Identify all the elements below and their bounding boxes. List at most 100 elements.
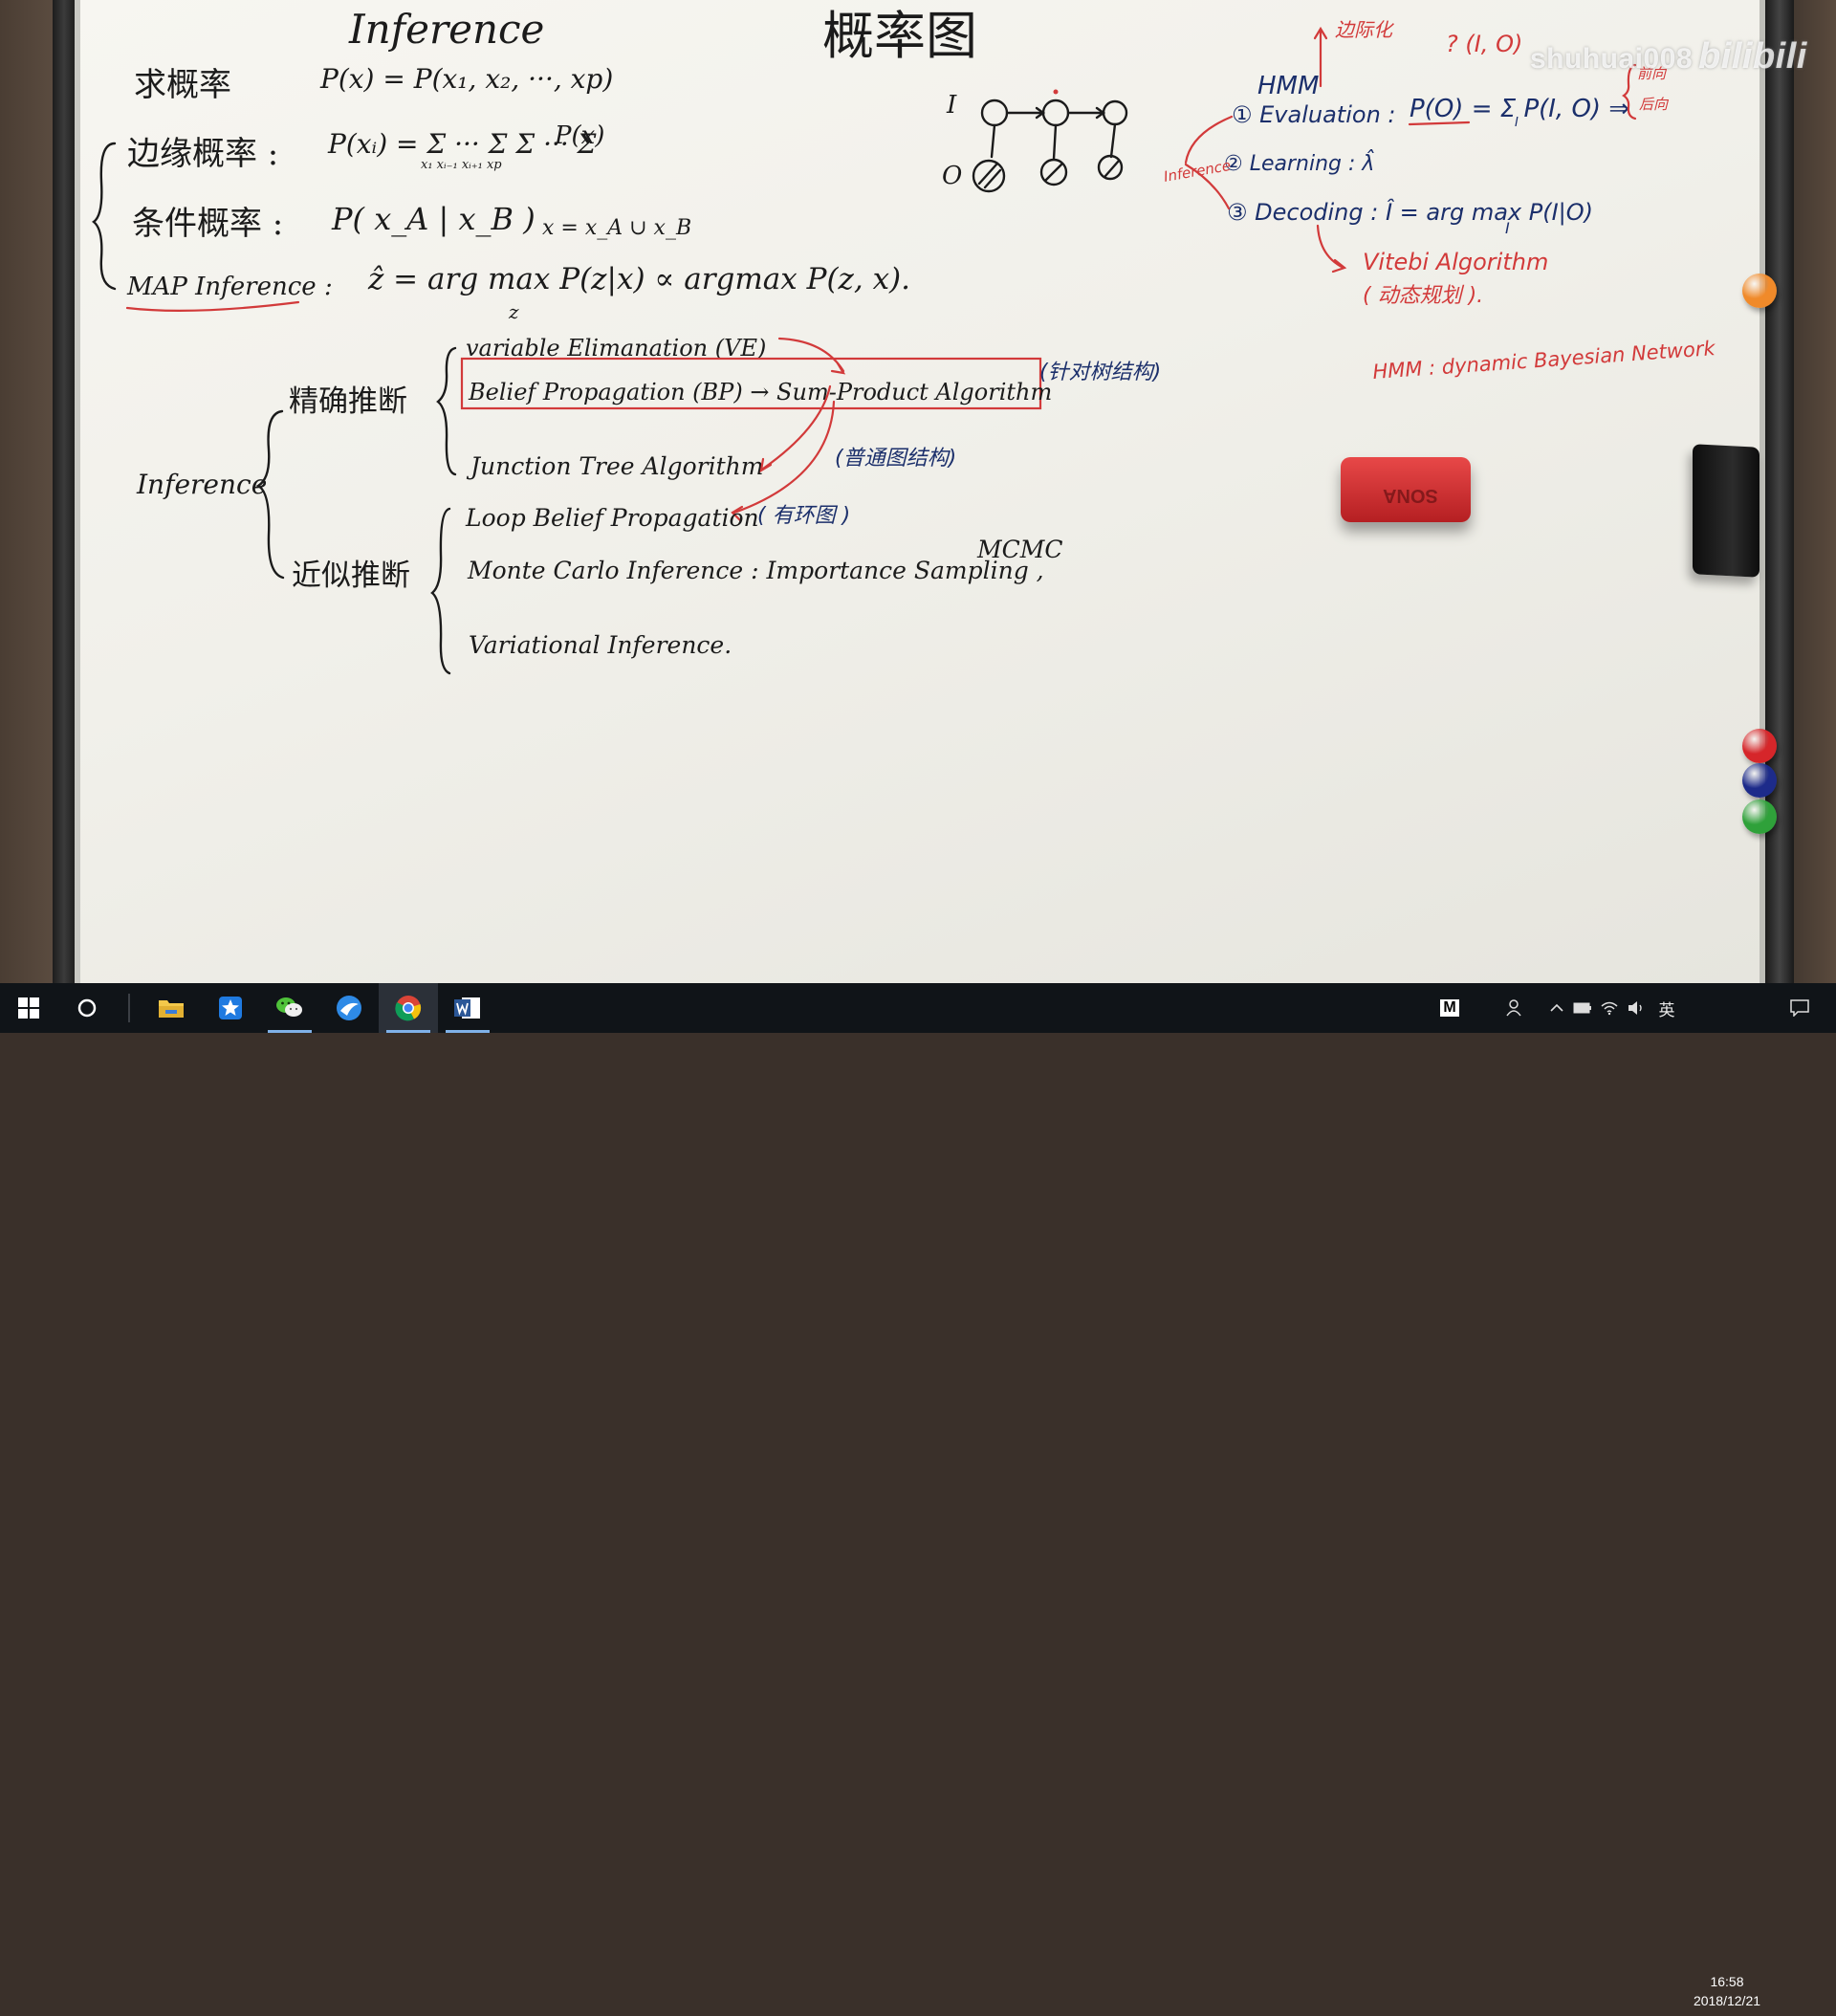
battery-icon	[1573, 1002, 1591, 1014]
volume-icon	[1628, 1001, 1642, 1015]
item-variable-elimination: variable Elimanation (VE)	[466, 335, 766, 362]
eval-label: ① Evaluation :	[1232, 101, 1396, 128]
taskbar-divider	[128, 994, 130, 1022]
conditional-label: 条件概率 :	[132, 205, 283, 243]
people-button[interactable]	[1497, 983, 1534, 1033]
decoding-label: ③ Decoding : Î = arg max P(I|O)	[1227, 198, 1593, 226]
watermark-channel: shuhuai008	[1530, 43, 1694, 75]
bp-highlight-box	[460, 357, 1042, 410]
item-loop-bp: Loop Belief Propagation	[465, 504, 759, 532]
start-button[interactable]	[0, 983, 57, 1033]
whiteboard-writing: Inference 概率图 求概率 P(x) = P(x₁, x₂, ···, …	[92, 6, 1716, 675]
taskbar-clock[interactable]: 16:58 2018/12/21	[1681, 1966, 1773, 2016]
arrow-up-marginalize	[1313, 26, 1328, 88]
people-icon	[1506, 999, 1521, 1017]
notification-icon	[1790, 999, 1809, 1017]
marginalize-note: 边际化	[1335, 18, 1395, 41]
tray-m-app[interactable]: M	[1431, 983, 1469, 1033]
map-formula: ẑ = arg max P(z|x) ∝ argmax P(z, x).	[367, 262, 910, 296]
tree-brace-main	[255, 409, 285, 580]
title-inference: Inference	[348, 6, 544, 53]
conditional-note: x = x_A ∪ x_B	[542, 216, 691, 240]
item-junction-tree: Junction Tree Algorithm	[466, 452, 763, 480]
marginal-tail: P(x)	[554, 121, 604, 150]
tray-overflow-button[interactable]	[1545, 983, 1568, 1033]
black-eraser	[1693, 444, 1760, 578]
green-magnet	[1742, 800, 1777, 834]
lbp-note-cyclic: ( 有环图 )	[757, 504, 850, 528]
conditional-formula: P( x_A | x_B )	[331, 201, 536, 237]
file-explorer-button[interactable]	[142, 983, 201, 1033]
whiteboard	[75, 0, 1767, 983]
arrow-bp-to-lbp	[732, 400, 836, 515]
whiteboard-frame-left	[53, 0, 76, 983]
left-brace	[92, 142, 117, 291]
windows-taskbar: M 英 16:58 2018/12/21	[0, 983, 1836, 2008]
watermark-brand: bilibili	[1698, 36, 1807, 77]
jt-note-general-graph: (普通图结构)	[835, 447, 956, 471]
learning-label: ② Learning : λ̂	[1224, 150, 1374, 176]
joint-question: ? (I, O)	[1446, 31, 1522, 57]
hmm-dbn-note: HMM : dynamic Bayesian Network	[1372, 337, 1716, 383]
eval-brace	[1622, 63, 1637, 121]
map-inference-label: MAP Inference :	[126, 273, 333, 301]
arrowhead-jt	[759, 457, 773, 473]
blue-magnet	[1742, 763, 1777, 798]
hmm-i-label: I	[946, 91, 957, 120]
star-app-button[interactable]	[201, 983, 260, 1033]
search-button[interactable]	[57, 983, 117, 1033]
arrow-ve-to-sumproduct	[777, 337, 845, 373]
file-explorer-icon	[159, 1000, 184, 1018]
wifi-button[interactable]	[1597, 983, 1622, 1033]
ime-indicator[interactable]: 英	[1658, 1000, 1675, 1020]
arrowhead-ve	[830, 362, 846, 375]
eraser-logo: SONA	[1383, 485, 1438, 506]
wechat-icon	[276, 997, 302, 1017]
decoding-subscript: I	[1505, 219, 1510, 237]
hmm-diagram	[972, 99, 1128, 193]
inference-tag: Inference	[1163, 157, 1233, 186]
eval-underline	[1408, 121, 1471, 126]
joint-probability-label: 求概率	[134, 66, 231, 104]
viterbi-algorithm: Vitebi Algorithm	[1363, 249, 1548, 275]
red-magnet	[1742, 729, 1777, 763]
orange-magnet	[1742, 274, 1777, 308]
approx-inference-label: 近似推断	[292, 559, 410, 593]
title-probabilistic-graph: 概率图	[822, 6, 977, 66]
item-variational: Variational Inference.	[469, 631, 732, 659]
star-app-icon	[219, 997, 242, 1019]
browser-icon	[337, 996, 361, 1020]
hmm-title: HMM	[1257, 72, 1319, 100]
approx-brace	[430, 507, 451, 675]
exact-inference-label: 精确推断	[289, 384, 407, 419]
clock-date: 2018/12/21	[1693, 1993, 1761, 2008]
hmm-red-dot	[1053, 89, 1059, 95]
item-belief-propagation: Belief Propagation (BP) → Sum-Product Al…	[468, 379, 1052, 405]
action-center-button[interactable]	[1779, 983, 1821, 1033]
eval-backward: 后向	[1639, 96, 1670, 113]
windows-start-icon	[18, 997, 39, 1019]
cortana-search-icon	[77, 998, 97, 1018]
arrow-bp-to-jt	[761, 384, 832, 471]
volume-button[interactable]	[1624, 983, 1649, 1033]
battery-button[interactable]	[1570, 983, 1595, 1033]
eval-forward: 前向	[1637, 65, 1668, 82]
wifi-icon	[1601, 1001, 1618, 1016]
item-mcmc: MCMC	[976, 536, 1062, 563]
eval-formula: P(O) = Σ P(I, O) ⇒	[1410, 95, 1629, 123]
map-subscript: z	[508, 300, 519, 323]
item-monte-carlo: Monte Carlo Inference : Importance Sampl…	[467, 557, 1044, 584]
chrome-icon	[395, 996, 422, 1021]
browser-button[interactable]	[319, 983, 379, 1033]
clock-time: 16:58	[1710, 1974, 1744, 1989]
word-icon	[454, 997, 480, 1019]
tree-root-inference: Inference	[136, 469, 267, 500]
bp-note-tree: (针对树结构)	[1039, 361, 1161, 384]
hmm-o-label: O	[942, 162, 962, 190]
arrowhead-lbp	[731, 505, 744, 522]
wechat-button[interactable]	[260, 983, 319, 1033]
chrome-button[interactable]	[379, 983, 438, 1033]
word-button[interactable]	[438, 983, 497, 1033]
inference-bracket	[1184, 115, 1234, 210]
